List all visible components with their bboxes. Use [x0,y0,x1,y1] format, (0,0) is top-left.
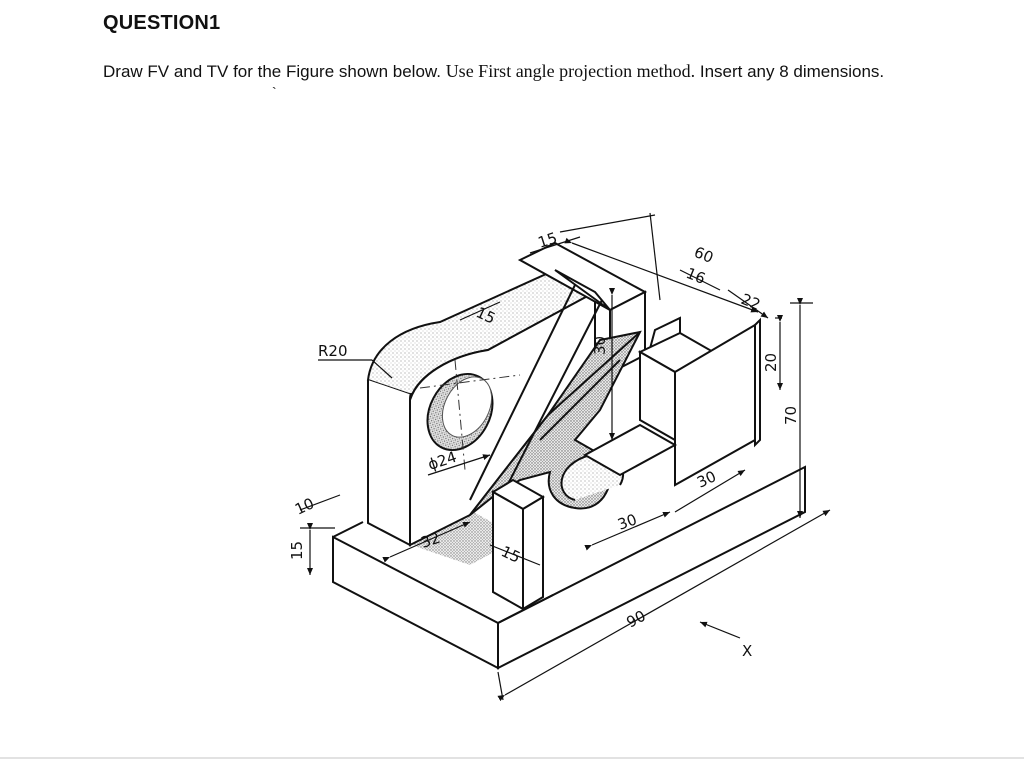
upright-left-face [367,380,413,547]
dim-70: 70 [782,406,800,425]
step-right-side [754,317,761,448]
question-text: Draw FV and TV for the Figure shown belo… [103,58,903,85]
dim-15-base: 15 [288,541,306,560]
page-bottom-rule [0,757,1024,759]
view-direction-x: X [742,642,752,660]
dim-16: 16 [684,264,708,288]
dim-60: 60 [692,243,716,267]
dim-90: 90 [623,607,648,632]
dim-20: 20 [762,353,780,372]
question-text-part1: Draw FV and TV for the Figure shown belo… [103,62,446,81]
dim-r20: R20 [318,342,348,360]
front-post [491,478,545,611]
right-stepped-block [582,316,761,487]
front-post-right [522,495,544,611]
dim-15-top: 15 [536,229,560,252]
center-slot [469,284,642,516]
dim-22: 22 [739,290,763,314]
dim-10: 10 [292,494,317,518]
question-text-part2: Use First angle projection method. [445,61,696,81]
hole [419,359,521,471]
dim-30-lower: 30 [615,510,639,533]
dim-30-vertical: 30 [591,336,609,355]
step-lower-top [582,423,678,477]
dim-32: 32 [419,529,443,552]
hole-inner [441,376,493,438]
stray-mark: ` [272,84,277,100]
question-title: QUESTION1 [103,12,221,34]
question-text-part3: Insert any 8 dimensions. [695,62,885,81]
dimension-lines [299,212,831,702]
